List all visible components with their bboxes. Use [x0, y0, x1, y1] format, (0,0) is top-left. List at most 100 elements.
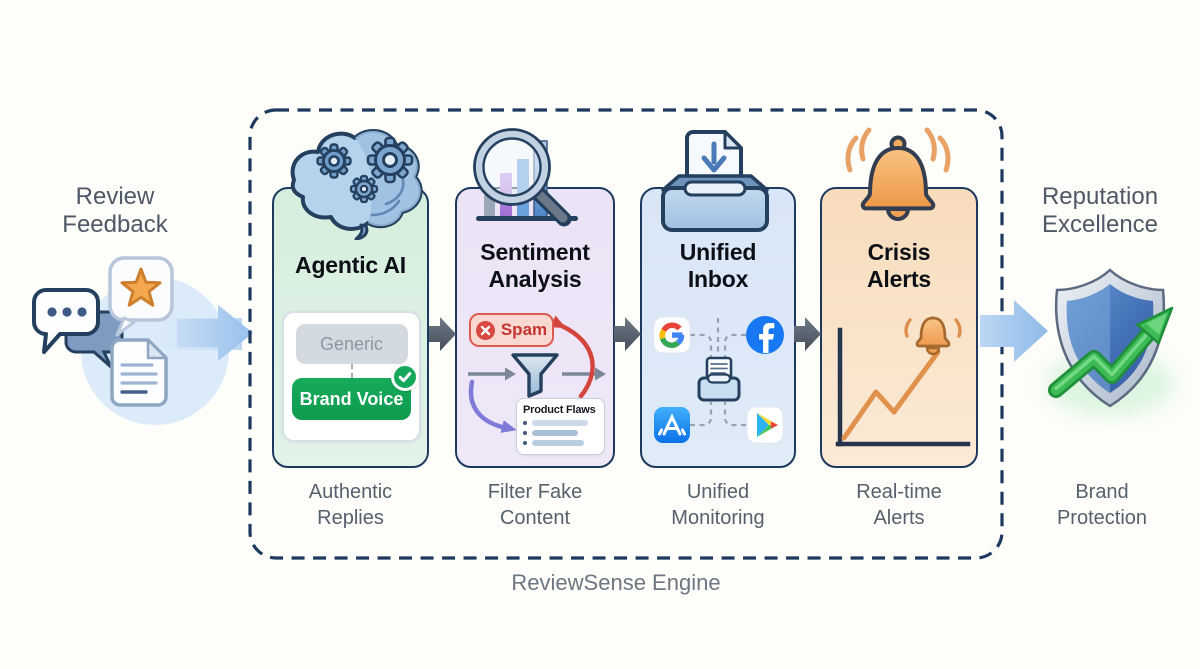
- flow-arrow-1: [429, 317, 456, 351]
- input-label-text: Review Feedback: [62, 183, 168, 239]
- engine-boundary: [248, 108, 1004, 560]
- arrow-shape: [614, 317, 641, 351]
- output-label: Reputation Excellence: [1010, 183, 1190, 240]
- brand-voice-label: Brand Voice: [299, 388, 404, 409]
- mini-inbox-icon: [697, 356, 741, 402]
- caption-authentic-replies: Authentic Replies: [272, 479, 429, 531]
- funnel-icon: [511, 353, 559, 398]
- caption-unified-monitoring: Unified Monitoring: [640, 479, 796, 531]
- flaw-row: [523, 430, 598, 436]
- spam-label: Spam: [500, 320, 548, 339]
- google-icon: [653, 316, 691, 354]
- bell-clapper: [886, 207, 910, 221]
- gear-small-icon: [316, 143, 352, 179]
- magnifier-bar-chart-icon: [473, 128, 578, 227]
- inbox-tray-icon: [661, 130, 769, 232]
- output-label-text: Reputation Excellence: [1041, 183, 1159, 239]
- dashed-border: [248, 108, 1004, 560]
- review-feedback-icons: [32, 256, 242, 425]
- flow-arrow-2: [614, 317, 641, 351]
- caption-filter-fake-content: Filter Fake Content: [455, 479, 615, 531]
- card-unified-inbox: Unified Inbox: [640, 187, 796, 468]
- google-play-icon: [746, 406, 784, 444]
- card-title-text: Unified Inbox: [679, 238, 757, 292]
- caption-text: Filter Fake Content: [487, 481, 583, 529]
- download-arrow: [701, 141, 727, 173]
- arrow-shape: [980, 300, 1048, 362]
- caption-text: Brand Protection: [1056, 481, 1148, 529]
- magnifier-icon: [473, 128, 572, 227]
- brain-swirls: [370, 178, 405, 217]
- chart-axes: [835, 327, 971, 447]
- card-agentic-ai: Agentic AI Generic Brand Voice: [272, 187, 429, 468]
- flaws-arrowhead: [500, 420, 517, 433]
- gear-large-icon: [366, 136, 414, 184]
- flow-arrow-3: [794, 317, 821, 351]
- engine-label: ReviewSense Engine: [241, 570, 991, 596]
- flaw-row: [523, 420, 598, 426]
- source-network-graphic: [653, 316, 784, 444]
- engine-label-text: ReviewSense Engine: [511, 570, 721, 595]
- gear-tiny-icon: [349, 174, 379, 204]
- alert-trend-chart: [835, 316, 971, 447]
- connector-dash: [350, 364, 353, 378]
- star-bubble-tail: [115, 316, 136, 337]
- document-fold: [146, 338, 168, 360]
- generic-option: Generic: [295, 324, 408, 364]
- brain-gears-icon: [290, 128, 423, 240]
- x-circle-icon: [475, 320, 495, 340]
- caption-text: Real-time Alerts: [856, 481, 942, 529]
- brain-stem: [354, 223, 369, 240]
- flaws-arrow: [468, 379, 505, 430]
- trend-line: [841, 349, 941, 441]
- card-title-text: Crisis Alerts: [867, 238, 931, 292]
- check-icon: [398, 372, 412, 383]
- caption-text: Authentic Replies: [308, 481, 393, 529]
- dashed-connectors: [690, 318, 746, 427]
- facebook-icon: [746, 316, 784, 354]
- tray-slot: [683, 180, 747, 197]
- caption-real-time-alerts: Real-time Alerts: [820, 479, 978, 531]
- shield-growth-icon: [1046, 268, 1174, 416]
- flaw-row: [523, 440, 598, 446]
- flow-lines: [468, 367, 606, 381]
- flow-arrow-output: [980, 300, 1048, 362]
- card-crisis-alerts: Crisis Alerts: [820, 187, 978, 468]
- arrow-shape: [429, 317, 456, 351]
- alert-bell-icon: [845, 127, 951, 221]
- arrow-shape: [177, 305, 253, 361]
- star-icon: [120, 267, 162, 307]
- input-label: Review Feedback: [40, 183, 190, 240]
- growth-arrow: [1048, 306, 1174, 398]
- filter-flow-graphic: [468, 315, 606, 433]
- card-sentiment-analysis: Sentiment Analysis Spam: [455, 187, 615, 468]
- card-title: Crisis Alerts: [822, 235, 976, 297]
- document-lines: [120, 363, 158, 385]
- card-title: Sentiment Analysis: [457, 235, 613, 297]
- flow-arrow-input: [177, 305, 253, 361]
- generic-label: Generic: [319, 333, 384, 354]
- card-title: Agentic AI: [274, 235, 427, 297]
- chat-dot: [62, 307, 72, 317]
- arrow-shape: [794, 317, 821, 351]
- mini-bell-icon: [904, 316, 962, 356]
- brand-voice-option: Brand Voice: [292, 363, 419, 420]
- voice-panel: Generic Brand Voice: [282, 311, 421, 442]
- card-title: Unified Inbox: [642, 235, 794, 297]
- spam-badge: Spam: [469, 313, 554, 347]
- document-fold: [723, 130, 743, 150]
- chat-dot: [47, 307, 57, 317]
- product-flaws-title: Product Flaws: [523, 404, 596, 416]
- check-badge: [391, 363, 419, 391]
- vibration-arcs: [845, 127, 951, 173]
- card-title-text: Agentic AI: [295, 252, 406, 279]
- caption-text: Unified Monitoring: [671, 481, 765, 529]
- chat-dot: [77, 307, 87, 317]
- app-store-icon: [654, 407, 690, 443]
- spam-arrow: [559, 323, 595, 399]
- bell-body: [860, 146, 936, 211]
- product-flaws-box: Product Flaws: [516, 398, 605, 455]
- caption-brand-protection: Brand Protection: [1022, 479, 1182, 531]
- chat-bubble-icon: [32, 288, 100, 354]
